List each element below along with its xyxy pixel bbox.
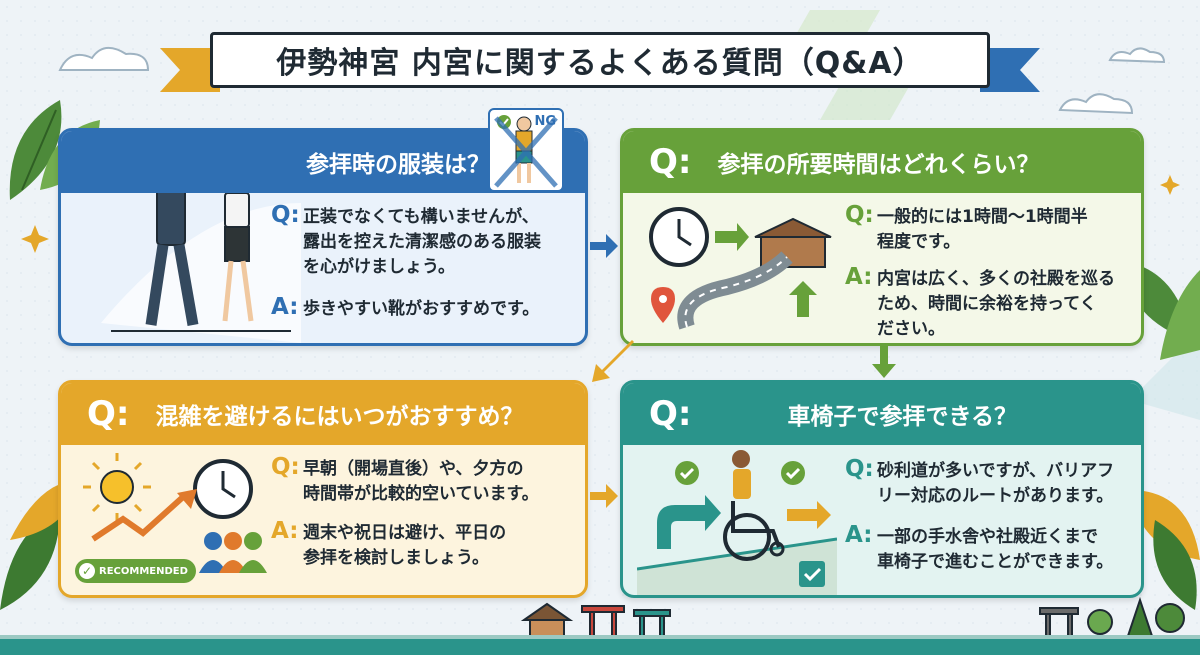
question-block: Q: 一般的には1時間～1時間半 程度です。: [845, 202, 1088, 255]
wheelchair-icon: [723, 513, 771, 561]
answer-line: 歩きやすい靴がおすすめです。: [303, 299, 540, 319]
people-icon: [204, 532, 222, 550]
ground-bar: [0, 639, 1200, 655]
ng-label: NG: [534, 114, 556, 129]
sun-icon: [100, 470, 134, 504]
answer-block: A: 週末や祝日は避け、平日の 参拝を検討しましょう。: [271, 518, 507, 571]
question-line: 砂利道が多いですが、バリアフ: [877, 461, 1115, 481]
a-label: A:: [845, 264, 873, 290]
wheelchair-illustration: [637, 450, 837, 595]
card-heading: 車椅子で参拝できる？: [787, 404, 1018, 430]
ground-stripe: [0, 635, 1200, 639]
answer-block: A: 歩きやすい靴がおすすめです。: [271, 294, 540, 322]
answer-line: 内宮は広く、多くの社殿を巡る: [877, 269, 1115, 289]
question-line: 時間帯が比較的空いています。: [303, 484, 539, 504]
arrow-up-icon: [789, 281, 817, 317]
arrow-both-icon: [787, 501, 831, 529]
header-q-badge: Q:: [649, 394, 692, 434]
question-block: Q: 正装でなくても構いませんが、 露出を控えた清潔感のある服装 を心がけましょ…: [271, 202, 541, 280]
card-header: Q: 参拝の所要時間はどれくらい？: [623, 131, 1141, 193]
check-icon: ✓: [79, 563, 95, 579]
card-body: Q: 砂利道が多いですが、バリアフ リー対応のルートがあります。 A: 一部の手…: [623, 445, 1141, 595]
question-block: Q: 早朝（開場直後）や、夕方の 時間帯が比較的空いています。: [271, 454, 539, 507]
qa-card-crowds: Q: 混雑を避けるにはいつがおすすめ？ ✓ RECOMMENDED Q: 早朝（…: [58, 380, 588, 598]
shrine-silhouette: [520, 596, 1185, 639]
question-line: 露出を控えた清潔感のある服装: [303, 232, 541, 252]
cloud-icon: [58, 47, 1166, 115]
answer-block: A: 一部の手水舎や社殿近くまで 車椅子で進むことができます。: [845, 522, 1114, 575]
card-header: Q: 混雑を避けるにはいつがおすすめ？: [61, 383, 585, 445]
qa-card-wheelchair: Q: 車椅子で参拝できる？ Q: 砂利道が多いですが、バリアフ リー対応のルート…: [620, 380, 1144, 598]
answer-block: A: 内宮は広く、多くの社殿を巡る ため、時間に余裕を持ってく ださい。: [845, 264, 1115, 342]
title-box: 伊勢神宮 内宮に関するよくある質問（Q&A）: [210, 32, 990, 88]
question-line: リー対応のルートがあります。: [877, 486, 1114, 506]
answer-line: 車椅子で進むことができます。: [877, 552, 1114, 572]
person-icon: [732, 450, 750, 468]
checkbox-icon: [799, 561, 825, 587]
card-heading: 参拝の所要時間はどれくらい？: [717, 152, 1040, 178]
leaf-icon: [1120, 260, 1200, 610]
a-label: A:: [845, 522, 873, 548]
card-heading: 参拝時の服装は？: [306, 152, 490, 178]
question-line: 正装でなくても構いませんが、: [303, 207, 539, 227]
ribbon-ends: [160, 48, 1040, 92]
a-label: A:: [271, 518, 299, 544]
card-body: Q: 一般的には1時間～1時間半 程度です。 A: 内宮は広く、多くの社殿を巡る…: [623, 193, 1141, 343]
answer-line: 一部の手水舎や社殿近くまで: [877, 527, 1098, 547]
trend-up-icon: [91, 494, 186, 542]
question-block: Q: 砂利道が多いですが、バリアフ リー対応のルートがあります。: [845, 456, 1115, 509]
location-pin-icon: [651, 287, 675, 323]
qa-card-duration: Q: 参拝の所要時間はどれくらい？ Q: 一般的には1時間～1時間半 程度です。…: [620, 128, 1144, 346]
arrow-right-icon: [715, 223, 749, 251]
card-body: ✓ RECOMMENDED Q: 早朝（開場直後）や、夕方の 時間帯が比較的空い…: [61, 445, 585, 595]
answer-line: ださい。: [877, 319, 945, 339]
path-icon: [677, 251, 793, 330]
couple-illustration: [101, 193, 301, 343]
answer-line: ため、時間に余裕を持ってく: [877, 294, 1097, 314]
header-q-badge: Q:: [87, 394, 130, 434]
q-label: Q:: [845, 456, 874, 482]
recommended-label: RECOMMENDED: [99, 565, 188, 577]
answer-line: 週末や祝日は避け、平日の: [303, 523, 507, 543]
route-illustration: [649, 207, 832, 330]
q-label: Q:: [271, 202, 300, 228]
card-heading: 混雑を避けるにはいつがおすすめ？: [155, 404, 524, 430]
question-line: を心がけましょう。: [303, 257, 455, 277]
answer-line: 参拝を検討しましょう。: [303, 548, 489, 568]
q-label: Q:: [271, 454, 300, 480]
arrow-turn-icon: [657, 495, 721, 549]
title-banner: 伊勢神宮 内宮に関するよくある質問（Q&A）: [160, 28, 1040, 92]
question-line: 早朝（開場直後）や、夕方の: [303, 459, 524, 479]
card-header: Q: 車椅子で参拝できる？: [623, 383, 1141, 445]
crowd-illustration: [83, 453, 267, 573]
ng-badge: NG: [488, 108, 564, 192]
question-line: 程度です。: [877, 232, 961, 252]
header-q-badge: Q:: [649, 142, 692, 182]
sparkle-icon: [21, 175, 1180, 253]
q-label: Q:: [845, 202, 874, 228]
shrine-icon: [754, 217, 832, 238]
ng-person-illustration: [494, 115, 558, 188]
question-line: 一般的には1時間～1時間半: [877, 207, 1088, 227]
page-title: 伊勢神宮 内宮に関するよくある質問（Q&A）: [276, 46, 924, 81]
card-body: Q: 正装でなくても構いませんが、 露出を控えた清潔感のある服装 を心がけましょ…: [61, 193, 585, 343]
recommended-badge: ✓ RECOMMENDED: [75, 559, 196, 583]
a-label: A:: [271, 294, 299, 320]
